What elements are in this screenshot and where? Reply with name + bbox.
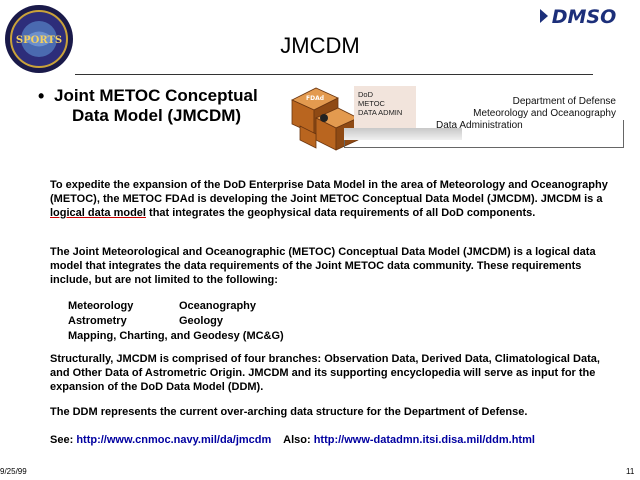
page-title: JMCDM <box>280 33 360 58</box>
paragraph-intro-b: that integrates the geophysical data req… <box>145 207 536 219</box>
fdad-label-line-3: DATA ADMIN <box>358 108 403 117</box>
ddm-url-link[interactable]: http://www-datadmn.itsi.disa.mil/ddm.htm… <box>313 434 535 446</box>
dmso-logo: DMSO <box>538 5 622 27</box>
bullet-line-2: Data Model (JMCDM) <box>72 106 242 125</box>
paragraph-ddm: The DDM represents the current over-arch… <box>50 406 528 418</box>
also-label: Also: <box>283 434 311 446</box>
dept-line-3: Data Administration <box>436 120 523 131</box>
department-text: Department of Defense Meteorology and Oc… <box>436 96 636 132</box>
cube-text: FDAd <box>306 95 324 102</box>
fdad-label-line-2: METOC <box>358 99 385 108</box>
dmso-logo-text: DMSO <box>552 6 617 27</box>
bullet-line-1: Joint METOC Conceptual <box>54 86 258 105</box>
requirements-list: Meteorology Oceanography Astrometry Geol… <box>68 299 284 344</box>
bullet-icon: • <box>38 86 45 106</box>
title-divider <box>75 74 593 75</box>
see-label: See: <box>50 434 74 446</box>
req-meteorology: Meteorology <box>68 300 134 312</box>
fdad-label-line-1: DoD <box>358 90 374 99</box>
footer-date: 9/25/99 <box>0 467 27 476</box>
fdad-cubes-logo: FDAd <box>291 87 359 151</box>
links-line: See: http://www.cnmoc.navy.mil/da/jmcdm … <box>50 434 535 446</box>
logical-data-model-link[interactable]: logical data model <box>50 207 146 219</box>
logo-frame-left <box>344 140 345 148</box>
req-oceanography: Oceanography <box>179 300 257 312</box>
fdad-label: DoD METOC DATA ADMIN <box>358 90 418 117</box>
seal-text: SPORTS <box>16 35 62 46</box>
logo-stripe <box>344 128 462 140</box>
logo-frame-right <box>623 120 624 148</box>
req-geology: Geology <box>179 315 224 327</box>
bullet-heading: Joint METOC Conceptual Data Model (JMCDM… <box>54 86 294 126</box>
logo-frame-bottom <box>344 147 624 148</box>
jmcdm-url-link[interactable]: http://www.cnmoc.navy.mil/da/jmcdm <box>76 434 272 446</box>
paragraph-intro-a: To expedite the expansion of the DoD Ent… <box>50 179 608 205</box>
paragraph-structure: Structurally, JMCDM is comprised of four… <box>50 353 600 393</box>
sports-seal-logo: SPORTS <box>5 5 73 73</box>
page-number: 11 <box>626 467 635 476</box>
req-astrometry: Astrometry <box>68 315 127 327</box>
dept-line-2: Meteorology and Oceanography <box>473 108 616 119</box>
fdad-label-box <box>354 86 416 130</box>
paragraph-definition: The Joint Meteorological and Oceanograph… <box>50 246 596 286</box>
req-mcg: Mapping, Charting, and Geodesy (MC&G) <box>68 330 284 342</box>
dept-line-1: Department of Defense <box>512 96 616 107</box>
paragraph-intro: To expedite the expansion of the DoD Ent… <box>50 178 610 220</box>
